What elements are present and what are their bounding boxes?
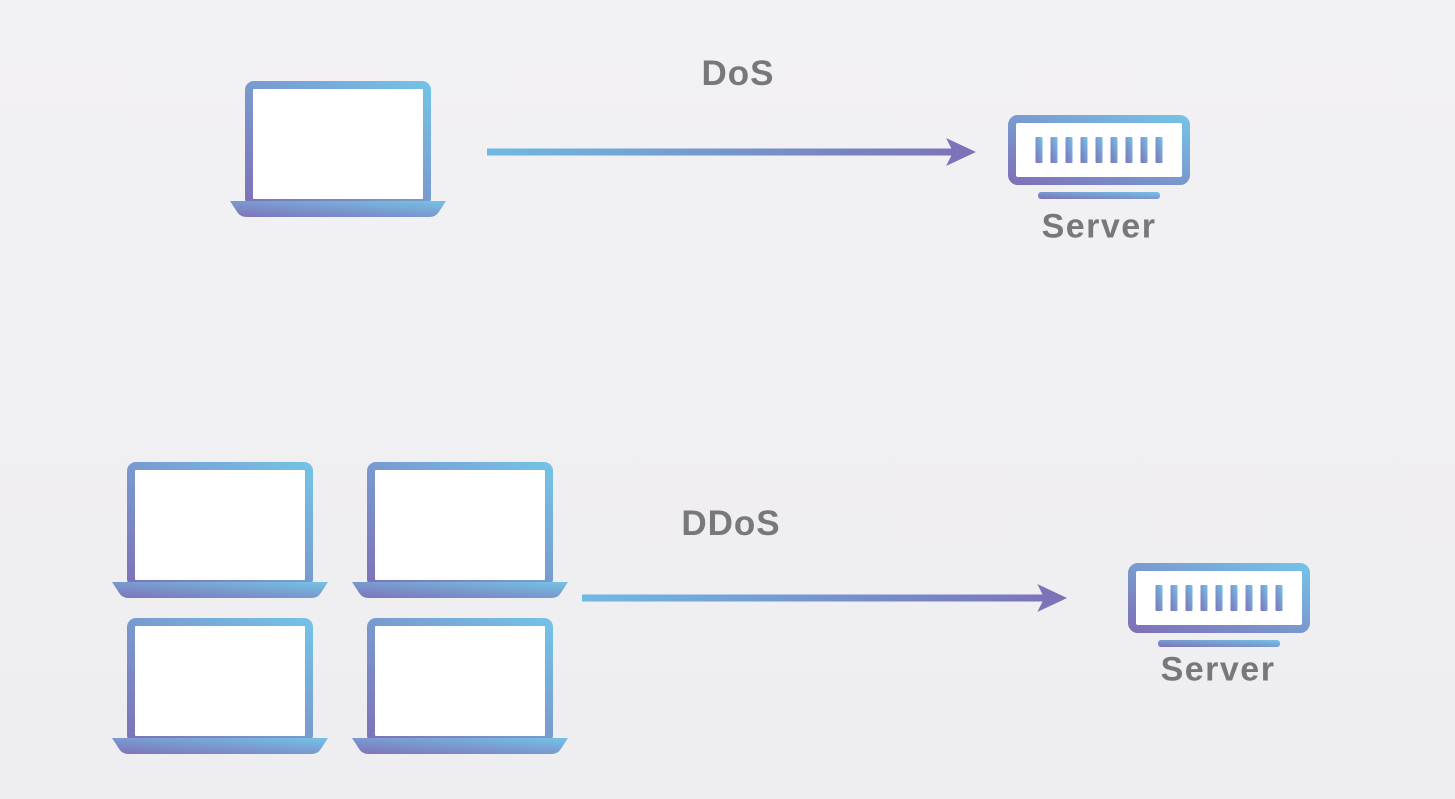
laptop-icon [352,618,568,754]
ddos-label: DDoS [681,504,781,543]
attack-arrow-icon [487,138,976,166]
server-icon [1128,563,1310,647]
laptop-icon [112,462,328,598]
attack-arrow-icon [582,584,1067,612]
laptop-icon [112,618,328,754]
laptop-icon [352,462,568,598]
server-label: Server [1160,650,1276,689]
laptop-icon [230,81,446,217]
dos-label: DoS [701,54,775,93]
server-label: Server [1041,207,1157,246]
server-icon [1008,115,1190,199]
